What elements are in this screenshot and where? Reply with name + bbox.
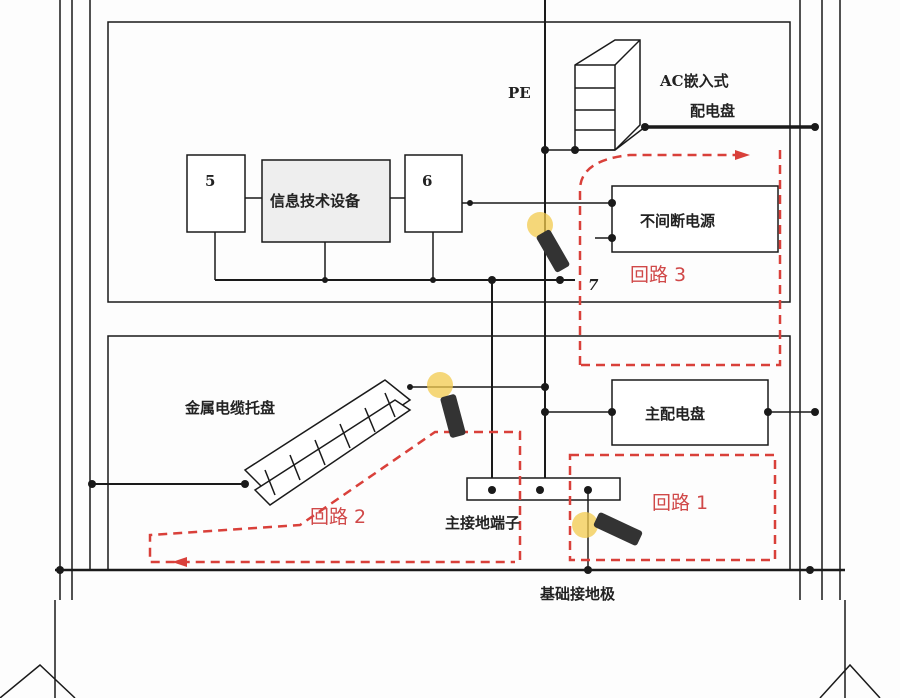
loop3-path [580, 150, 782, 367]
cable-tray [243, 379, 412, 506]
lower-floor [107, 335, 791, 571]
loop3-path [578, 153, 740, 365]
loop1-path [568, 453, 777, 562]
cable-tray-label: 金属电缆托盘 [185, 399, 276, 417]
node7-label: 7 [588, 276, 599, 294]
ups-label: 不间断电源 [640, 212, 716, 230]
it-equipment-label: 信息技术设备 [270, 192, 361, 210]
box6-label: 6 [422, 172, 433, 190]
foundation-ground-label: 基础接地极 [540, 585, 616, 603]
main-panel-box [611, 379, 769, 446]
main-ground-terminal-label: 主接地端子 [445, 514, 521, 532]
box-6 [404, 154, 463, 233]
loop1-label: 回路 1 [652, 492, 709, 514]
upper-floor [107, 21, 791, 303]
ac-panel-label-2: 配电盘 [690, 102, 736, 120]
ac-panel-label: AC嵌入式 [660, 72, 729, 90]
it-equipment-box [261, 159, 391, 243]
box-5 [186, 154, 246, 233]
loop2-label: 回路 2 [310, 506, 367, 528]
clamp-meter [427, 212, 643, 546]
main-panel-label: 主配电盘 [645, 405, 706, 423]
box5-label: 5 [205, 172, 216, 190]
loop2-path [148, 430, 522, 564]
ups-box [611, 185, 779, 253]
loop3-label: 回路 3 [630, 264, 687, 286]
pe-label: PE [508, 84, 531, 102]
